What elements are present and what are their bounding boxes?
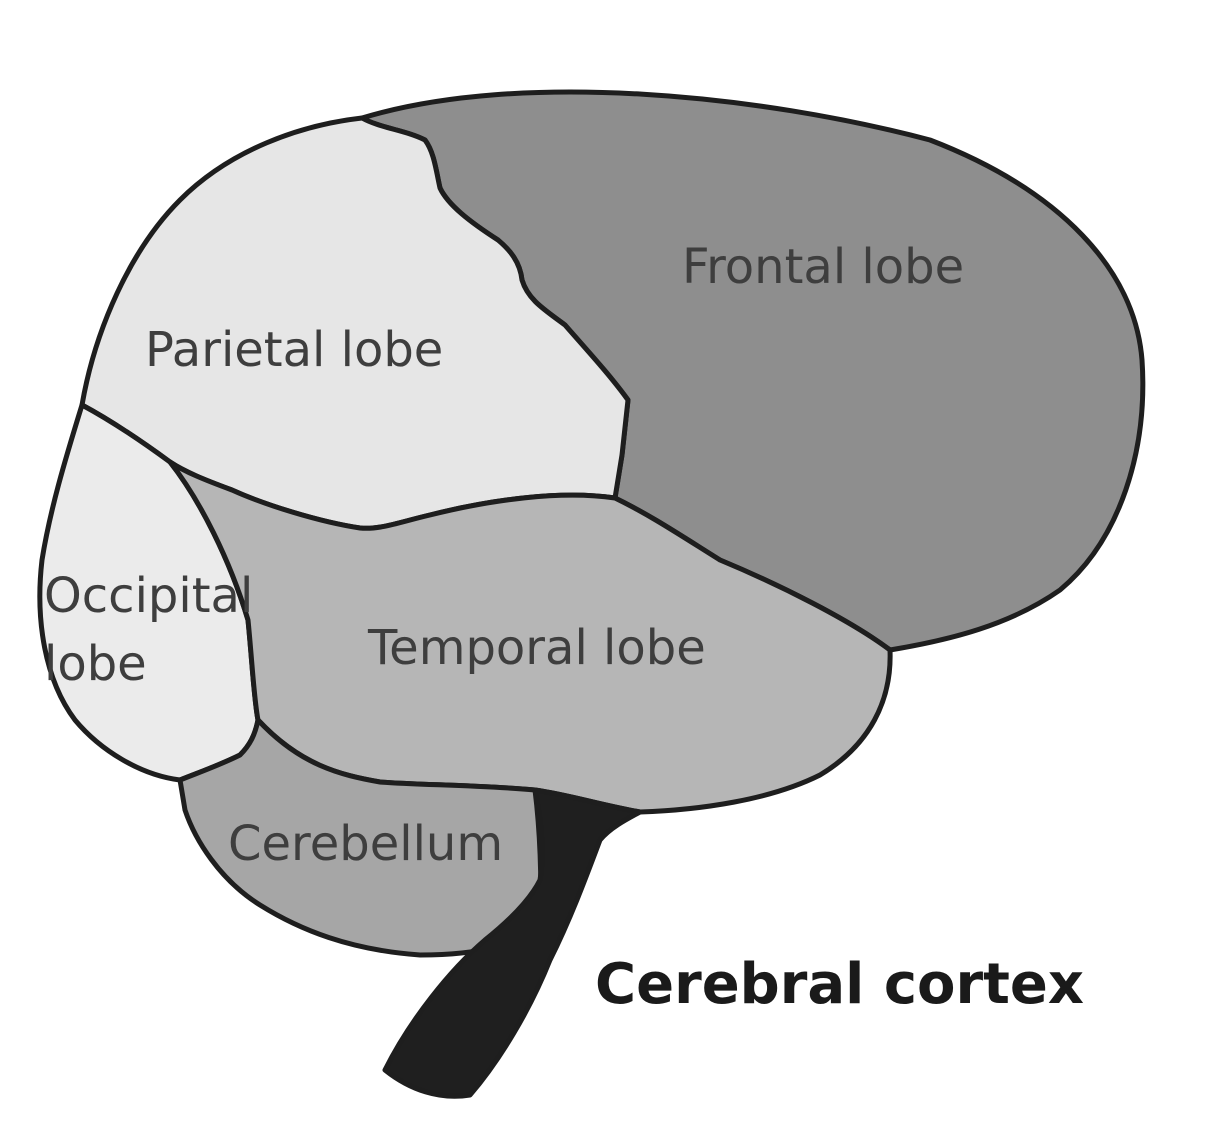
- diagram-caption: Cerebral cortex: [595, 952, 1084, 1017]
- frontal-lobe-label: Frontal lobe: [682, 239, 964, 295]
- occipital-lobe-label-line1: Occipital: [44, 568, 253, 624]
- temporal-lobe-label: Temporal lobe: [367, 620, 706, 676]
- parietal-lobe-label: Parietal lobe: [145, 322, 443, 378]
- occipital-lobe-label-line2: lobe: [44, 636, 147, 692]
- brainstem-region: [382, 787, 643, 1099]
- cerebellum-label: Cerebellum: [228, 816, 503, 872]
